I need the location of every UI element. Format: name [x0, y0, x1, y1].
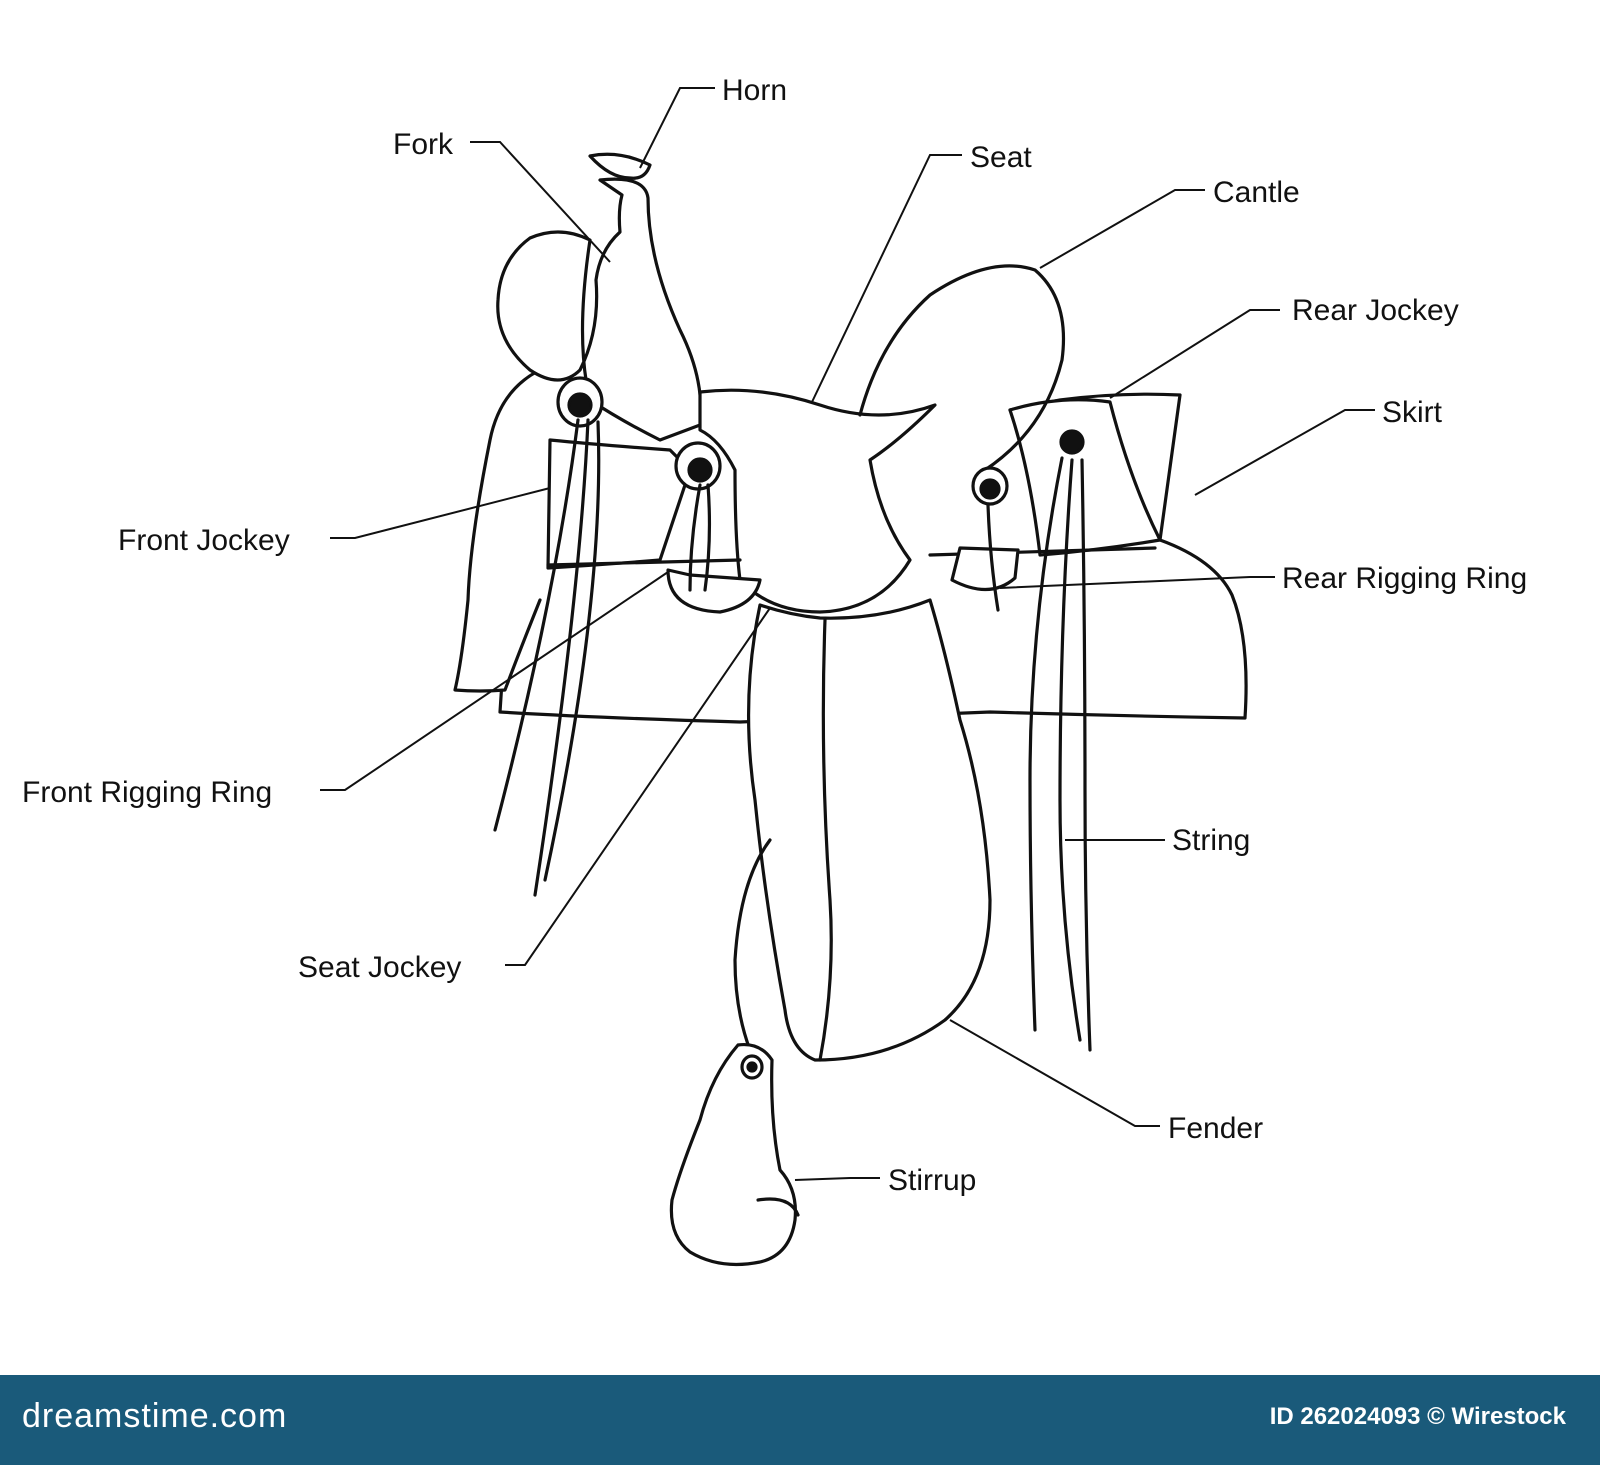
leader-rear-rigging [999, 576, 1275, 589]
label-seat: Seat [970, 141, 1032, 174]
rear-string-3 [1080, 458, 1092, 1052]
label-skirt: Skirt [1382, 396, 1443, 429]
front-string-concho [567, 392, 593, 418]
leader-front-rigging [320, 571, 669, 791]
part-labels: Horn Fork Seat Cantle Rear Jockey Skirt … [22, 74, 1527, 1197]
leader-rear-jockey [1109, 309, 1280, 399]
rigging-string-1 [688, 483, 702, 592]
label-rear-rigging-ring: Rear Rigging Ring [1282, 562, 1527, 595]
fender-shape [747, 598, 992, 1062]
leader-skirt [1194, 409, 1375, 496]
label-rear-jockey: Rear Jockey [1292, 294, 1459, 327]
fender-inner-line [818, 618, 833, 1062]
leader-cantle [1039, 189, 1205, 269]
saddle-drawing [453, 152, 1248, 1267]
rear-jockey-panel [1008, 398, 1162, 557]
label-fender: Fender [1168, 1112, 1263, 1145]
label-stirrup: Stirrup [888, 1164, 976, 1197]
seat-shape [698, 388, 937, 614]
cantle-shape [858, 264, 1066, 472]
front-skirt-lobe [453, 368, 542, 693]
label-seat-jockey: Seat Jockey [298, 951, 461, 984]
label-fork: Fork [393, 128, 454, 161]
leader-seat [811, 154, 962, 403]
rear-rigging-string [986, 503, 1000, 612]
leader-stirrup [794, 1177, 880, 1181]
front-string-1 [493, 418, 580, 832]
label-front-rigging-ring: Front Rigging Ring [22, 776, 272, 809]
rear-string-concho [1059, 429, 1085, 455]
label-front-jockey: Front Jockey [118, 524, 290, 557]
rear-string-1 [1028, 456, 1064, 1032]
horn-cap [588, 152, 652, 180]
front-string-2 [533, 418, 590, 897]
stirrup-shape [669, 1042, 798, 1267]
stirrup-tread [756, 1197, 800, 1217]
rear-rigging-loop [950, 546, 1020, 592]
label-cantle: Cantle [1213, 176, 1300, 209]
footer-brand[interactable]: dreamstime.com [22, 1397, 288, 1435]
stirrup-bolt [740, 1054, 764, 1080]
footer-bar: dreamstime.com ID 262024093 © Wirestock [0, 1375, 1600, 1465]
leader-fender [949, 1019, 1160, 1127]
stirrup-bolt-center [746, 1061, 758, 1073]
front-rigging-concho [687, 457, 713, 483]
leader-horn [639, 87, 715, 169]
rear-string-2 [1058, 458, 1082, 1042]
footer-stock-id: ID 262024093 © Wirestock [1269, 1403, 1566, 1430]
label-string: String [1172, 824, 1250, 857]
rear-rigging-concho [979, 478, 1001, 500]
leader-seat-jockey [505, 607, 771, 966]
fork-shape [496, 177, 703, 442]
label-horn: Horn [722, 74, 787, 107]
stirrup-leather [733, 838, 772, 1052]
leader-fork [470, 141, 611, 263]
leader-lines [320, 87, 1375, 1181]
rigging-string-2 [703, 483, 712, 592]
saddle-diagram: Horn Fork Seat Cantle Rear Jockey Skirt … [22, 74, 1527, 1267]
leader-front-jockey [330, 487, 551, 539]
